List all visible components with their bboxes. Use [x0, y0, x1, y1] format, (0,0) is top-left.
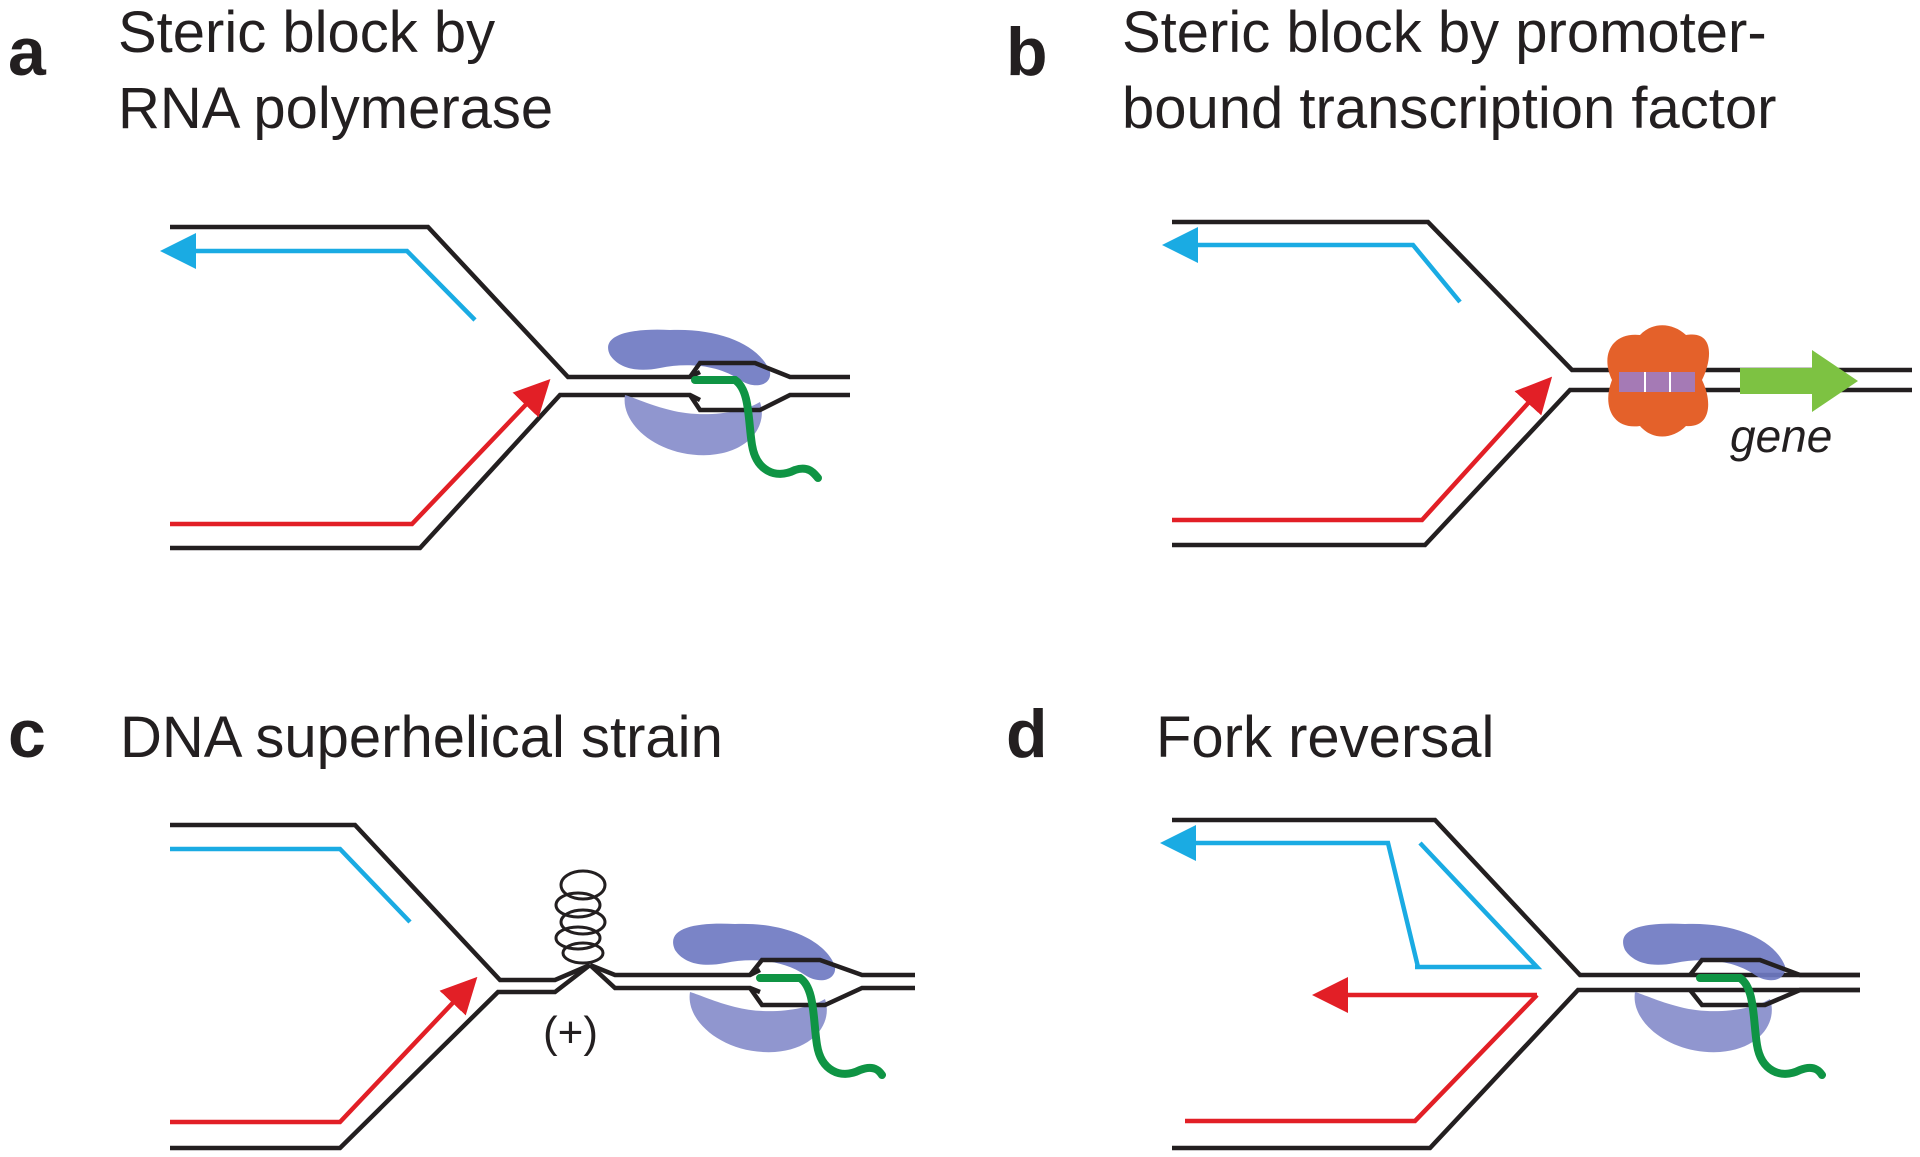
promoter-box	[1619, 372, 1695, 392]
gene-label: gene	[1730, 410, 1832, 462]
gene-arrow-icon	[1740, 350, 1858, 412]
panel-d-letter: d	[1006, 696, 1048, 772]
panel-a-letter: a	[8, 14, 47, 90]
panel-b-letter: b	[1006, 14, 1048, 90]
lagging-strand	[1162, 227, 1462, 304]
rna-polymerase-bottom	[1634, 992, 1772, 1053]
panel-a-title-line1: Steric block by	[118, 0, 495, 65]
panel-d: d Fork reversal	[1006, 696, 1860, 1151]
rna-polymerase-a	[608, 329, 850, 482]
parental-strand-bottom	[1172, 987, 1860, 1151]
lagging-strand	[1160, 825, 1421, 968]
transcription-bubble-top	[748, 957, 915, 978]
rna-polymerase-top	[1623, 923, 1786, 981]
replication-fork-a	[160, 224, 702, 551]
transcription-bubble-top	[688, 360, 850, 380]
rna-transcript	[691, 376, 822, 482]
parental-strand-top	[170, 822, 591, 983]
gene-arrow	[1740, 350, 1858, 412]
supercoil	[554, 869, 607, 965]
replication-fork-c	[170, 822, 762, 1151]
transcription-bubble-bottom	[688, 392, 850, 413]
leading-strand-reversed	[1185, 993, 1539, 1124]
panel-b-title-line2: bound transcription factor	[1122, 76, 1776, 141]
supercoil-loop	[559, 869, 607, 901]
replication-fork-d	[1160, 817, 1860, 1151]
panel-b: b Steric block by promoter- bound transc…	[1006, 0, 1912, 548]
transcription-bubble-bottom	[1688, 987, 1860, 1008]
lagging-strand	[160, 233, 477, 322]
leading-strand	[170, 976, 478, 1125]
leading-strand	[170, 378, 551, 527]
panel-c-title-line1: DNA superhelical strain	[120, 705, 723, 770]
rna-polymerase-bottom	[689, 992, 827, 1053]
rna-transcript	[1696, 974, 1826, 1079]
panel-a-title-line2: RNA polymerase	[118, 76, 553, 141]
panel-d-title-line1: Fork reversal	[1156, 705, 1494, 770]
duplex-bottom-c	[588, 963, 761, 995]
panel-c-letter: c	[8, 696, 46, 772]
rna-polymerase-bottom	[624, 395, 762, 456]
rna-polymerase-top	[608, 329, 771, 386]
transcription-bubble-top	[1688, 957, 1860, 978]
leading-strand	[1172, 376, 1553, 523]
rna-polymerase-top	[673, 923, 836, 981]
supercoil-label: (+)	[543, 1008, 598, 1057]
rna-polymerase-c	[673, 923, 915, 1079]
parental-strand-bottom	[170, 963, 592, 1151]
transcription-bubble-bottom	[748, 985, 915, 1008]
rna-polymerase-d	[1623, 923, 1860, 1079]
panel-b-title-line1: Steric block by promoter-	[1122, 0, 1767, 65]
duplex-top-c	[589, 962, 762, 978]
transcription-factor	[1607, 325, 1710, 437]
lagging-strand-reversed	[1415, 841, 1543, 970]
rna-transcript	[756, 974, 886, 1079]
lagging-strand	[170, 846, 412, 924]
panel-a: a Steric block by RNA polymerase	[8, 0, 850, 551]
panel-c: c DNA superhelical strain (+)	[8, 696, 915, 1151]
